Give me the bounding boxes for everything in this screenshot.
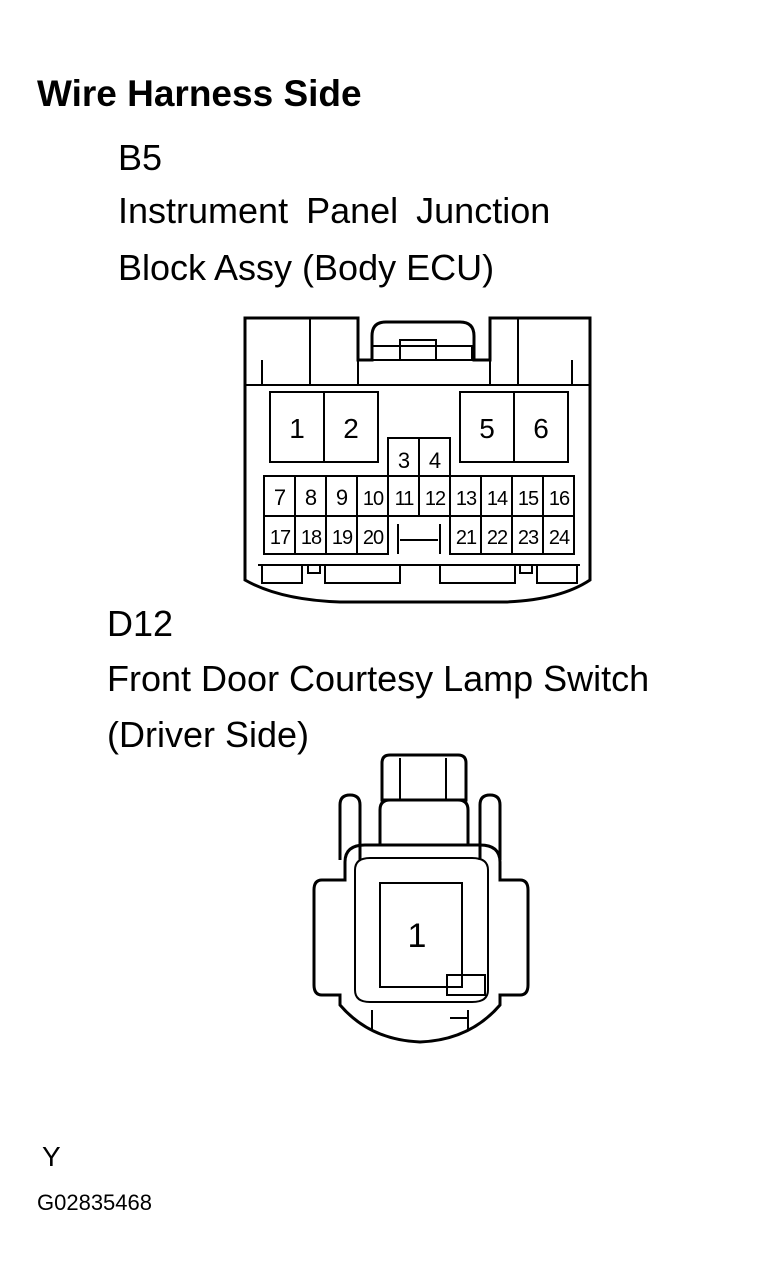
connector-d12-name-line2: (Driver Side) [107, 714, 310, 755]
b5-pin-label: 20 [363, 527, 384, 549]
b5-pin-label: 4 [429, 448, 441, 473]
d12-pin-label: 1 [408, 917, 427, 955]
d12-connector-housing [312, 753, 530, 1044]
b5-pin-label: 21 [456, 527, 477, 549]
b5-pin-label: 5 [479, 413, 495, 444]
b5-pin-label: 12 [425, 488, 446, 510]
b5-pin-label: 11 [395, 488, 415, 510]
connector-d12-code: D12 [107, 603, 174, 644]
b5-pin-label: 13 [456, 488, 477, 510]
b5-pin-label: 24 [549, 527, 570, 549]
connector-b5-name-line2: Block Assy (Body ECU) [118, 247, 495, 288]
b5-pin-label: 14 [487, 488, 508, 510]
d12-pin-labels: 1 [408, 917, 427, 955]
b5-pin-label: 18 [301, 527, 322, 549]
b5-pin-label: 23 [518, 527, 539, 549]
b5-pin-label: 7 [274, 485, 286, 510]
b5-pin-label: 19 [332, 527, 353, 549]
b5-pin-label: 9 [336, 485, 348, 510]
b5-pin-label: 10 [363, 488, 384, 510]
b5-pin-label: 16 [549, 488, 570, 510]
b5-pin-label: 1 [289, 413, 305, 444]
b5-pin-label: 17 [270, 527, 291, 549]
b5-pin-label: 22 [487, 527, 508, 549]
connector-d12-name-line1: Front Door Courtesy Lamp Switch [107, 658, 650, 699]
b5-pin-label: 15 [518, 488, 539, 510]
b5-connector-housing [243, 316, 592, 604]
b5-pin-label: 3 [398, 448, 410, 473]
page-title: Wire Harness Side [37, 73, 362, 114]
connector-b5-code: B5 [118, 137, 163, 178]
y-label: Y [42, 1141, 61, 1172]
b5-pin-labels: 1 2 3 4 5 6 7 8 9 10 11 12 13 14 15 16 1… [270, 413, 571, 549]
b5-pin-label: 2 [343, 413, 359, 444]
b5-pin-label: 8 [305, 485, 317, 510]
connector-b5-name-line1: Instrument Panel Junction [118, 190, 551, 231]
b5-pin-label: 6 [533, 413, 549, 444]
figure-id: G02835468 [37, 1190, 152, 1215]
